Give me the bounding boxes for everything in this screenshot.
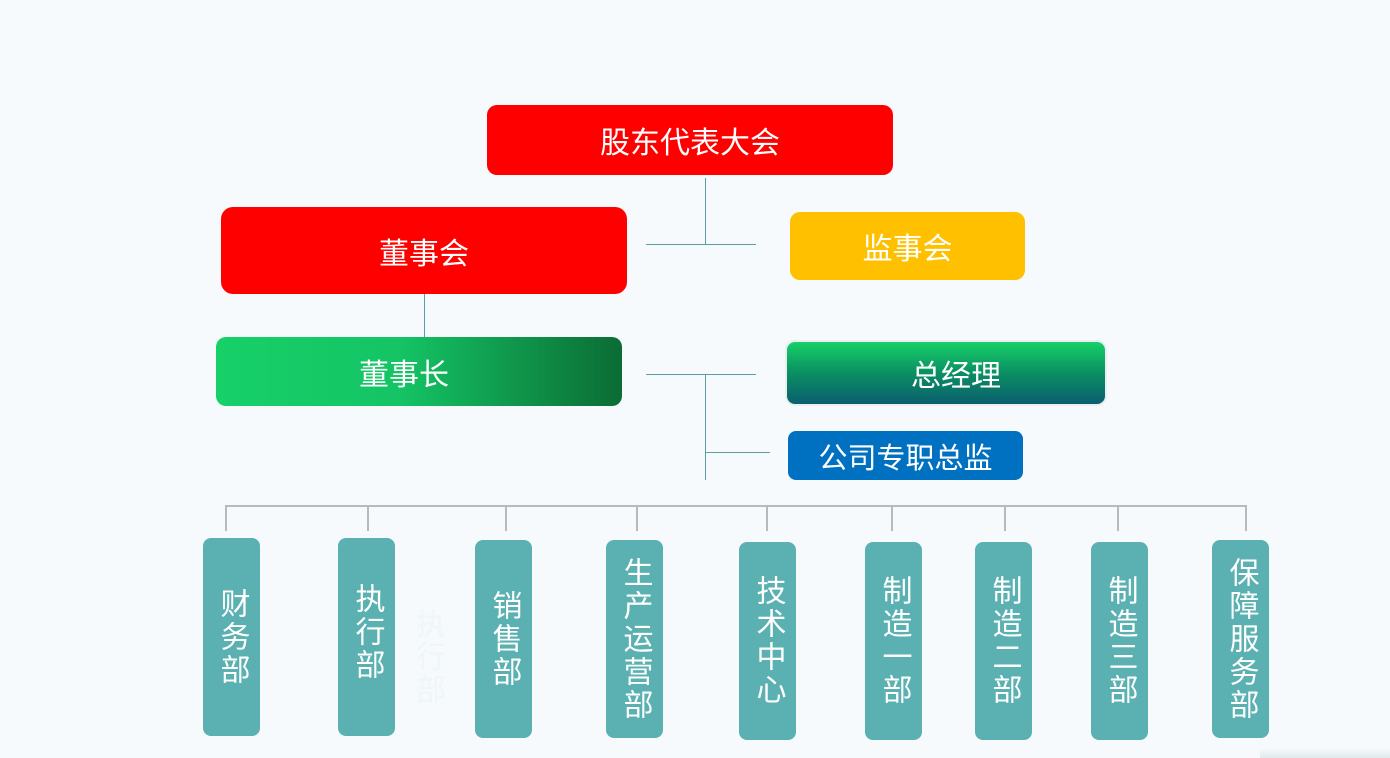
department-label: 执行部	[349, 583, 385, 682]
department-execution: 执行部	[338, 538, 395, 736]
department-label: 制造三部	[1102, 575, 1138, 707]
board-of-supervisors-node: 监事会	[790, 212, 1025, 280]
chairman-label: 董事长	[359, 357, 449, 393]
department-production-operations: 生产运营部	[606, 540, 663, 738]
department-manufacturing-3: 制造三部	[1091, 542, 1148, 740]
department-label: 财务部	[214, 587, 250, 687]
connector-vertical-management	[705, 374, 706, 480]
connector-director	[705, 452, 770, 453]
dept-tick	[1117, 505, 1119, 531]
dept-tick	[225, 505, 227, 531]
dept-tick	[1004, 505, 1006, 531]
dept-tick	[766, 505, 768, 531]
department-finance: 财务部	[203, 538, 260, 736]
dept-tick	[636, 505, 638, 531]
dept-tick	[1245, 505, 1247, 531]
department-label: 技术中心	[750, 575, 786, 707]
connector-board-supervisors	[646, 244, 756, 245]
department-label: 制造二部	[986, 575, 1022, 707]
board-of-supervisors-label: 监事会	[862, 232, 953, 267]
chairman-node: 董事长	[216, 337, 622, 406]
connector-shareholders-down	[705, 178, 706, 245]
dept-tick	[367, 505, 369, 531]
connector-chairman-right	[646, 374, 756, 375]
shareholders-meeting-node: 股东代表大会	[487, 105, 893, 175]
dept-tick	[505, 505, 507, 531]
connector-board-chairman	[424, 293, 425, 337]
general-manager-label: 总经理	[911, 359, 1001, 394]
bottom-edge-shadow	[1260, 748, 1390, 758]
department-technology-center: 技术中心	[739, 542, 796, 740]
director-label: 公司专职总监	[818, 440, 993, 475]
director-node: 公司专职总监	[788, 431, 1023, 480]
department-bus-line	[226, 505, 1247, 507]
board-of-directors-node: 董事会	[221, 207, 627, 294]
department-execution-ghost-label: 执行部	[410, 608, 445, 707]
shareholders-meeting-label: 股东代表大会	[600, 126, 780, 161]
department-label: 销售部	[486, 589, 522, 689]
board-of-directors-label: 董事会	[379, 236, 469, 272]
department-sales: 销售部	[475, 540, 532, 738]
department-label: 保障服务部	[1223, 556, 1259, 722]
general-manager-node: 总经理	[785, 340, 1107, 406]
department-label: 生产运营部	[617, 556, 653, 722]
department-label: 制造一部	[876, 575, 912, 707]
department-manufacturing-2: 制造二部	[975, 542, 1032, 740]
dept-tick	[891, 505, 893, 531]
department-manufacturing-1: 制造一部	[865, 542, 922, 740]
department-support-services: 保障服务部	[1212, 540, 1269, 738]
